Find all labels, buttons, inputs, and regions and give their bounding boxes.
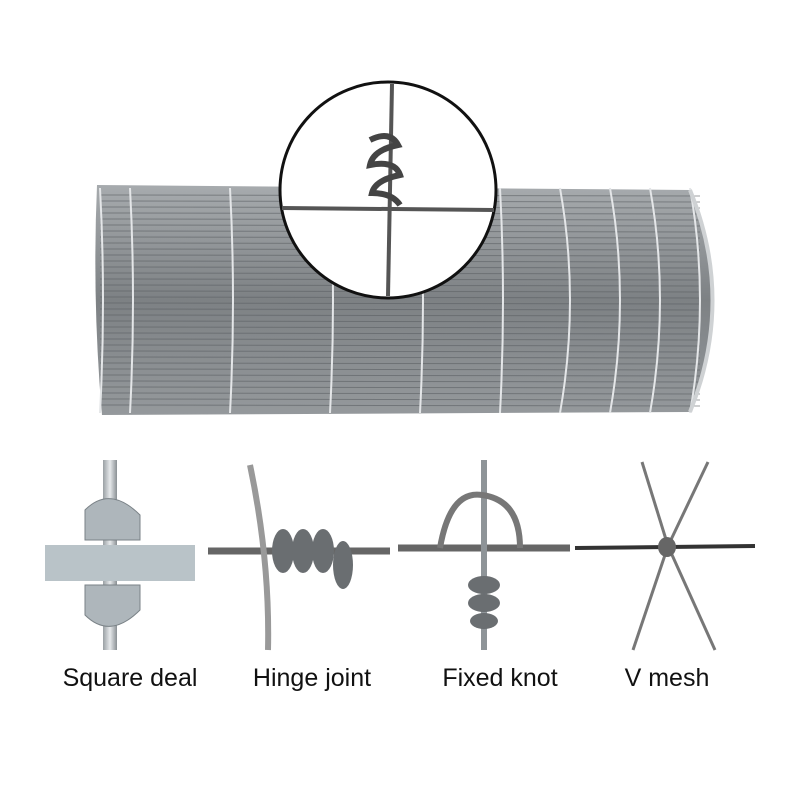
hinge-joint-knot	[208, 464, 390, 651]
label-square-deal: Square deal	[62, 664, 198, 692]
hinge-joint-closeup	[278, 80, 498, 300]
v-mesh-knot	[574, 461, 756, 651]
fixed-knot	[398, 460, 570, 650]
label-v-mesh: V mesh	[624, 664, 710, 692]
square-deal-knot	[45, 460, 195, 650]
label-fixed-knot: Fixed knot	[442, 664, 558, 692]
label-hinge-joint: Hinge joint	[252, 664, 372, 692]
